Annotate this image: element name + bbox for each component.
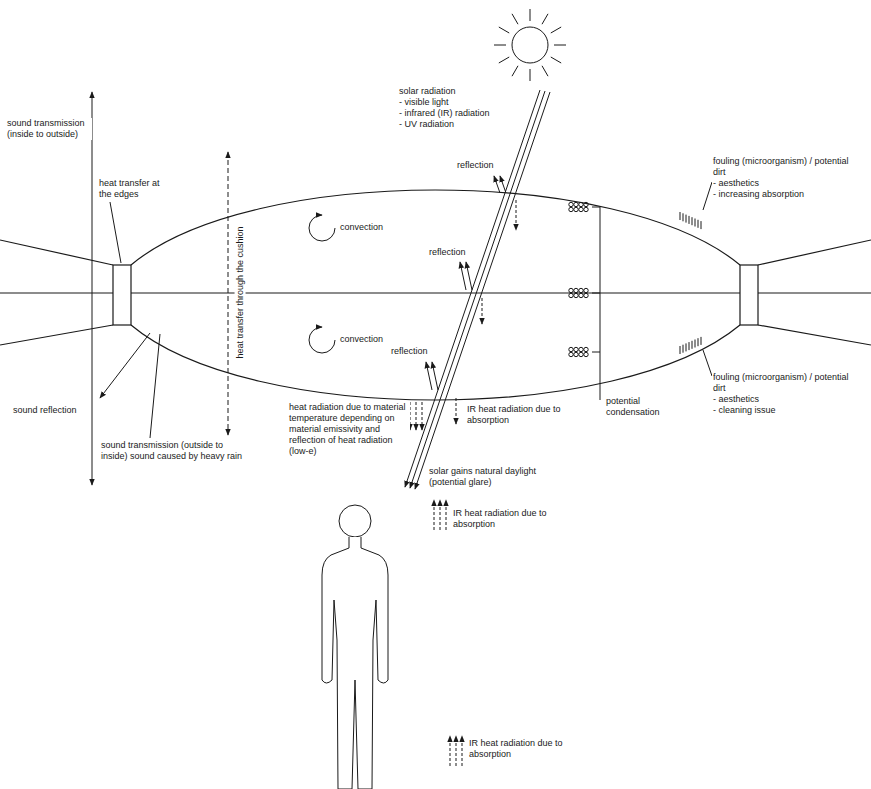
edge-label: heat transfer at the edges [98,178,172,200]
sound-reflection-label: sound reflection [12,405,78,416]
reflection-arrows [426,176,506,390]
person-silhouette [322,505,388,789]
solar-beam [405,90,550,489]
condensation-bracket [592,207,600,400]
sound-label: sound transmission (outside to inside) s… [100,440,252,462]
condensation-drops [569,202,588,356]
heat-radiation-label: heat radiation due to material temperatu… [288,402,410,457]
convection-label: convection [339,222,384,233]
cushion-membranes [0,190,871,400]
ir-arrows [434,500,462,766]
convection-label: convection [339,334,384,345]
absorption-arrows [410,200,516,430]
sound-reflection-arrow [100,333,150,398]
solar-gains-label: solar gains natural daylight (potential … [428,466,540,488]
solar-label: solar radiation - visible light - infrar… [398,86,514,130]
heat-arrow [228,152,229,435]
reflection-label: reflection [456,160,495,171]
reflection-label: reflection [428,247,467,258]
fouling-hatch [680,212,701,354]
leader-line [703,350,712,376]
condensation-label: potential condensation [605,396,677,418]
reflection-label: reflection [390,346,429,357]
convection-loop [309,215,335,353]
heat-label: heat transfer through the cushion [235,225,246,359]
leader-line [110,202,121,263]
sound-arrow [92,92,93,485]
sound-label: sound transmission (inside to outside) [6,118,92,140]
sun-rays [494,9,566,81]
ir-label: IR heat radiation due to absorption [468,738,570,760]
leader-line [150,334,160,438]
ir-label: IR heat radiation due to absorption [466,404,568,426]
fouling-label: fouling (microorganism) / potential dirt… [712,372,864,416]
sun [512,27,548,63]
ir-label: IR heat radiation due to absorption [452,508,554,530]
leader-line [703,182,712,210]
fouling-label: fouling (microorganism) / potential dirt… [712,156,864,200]
